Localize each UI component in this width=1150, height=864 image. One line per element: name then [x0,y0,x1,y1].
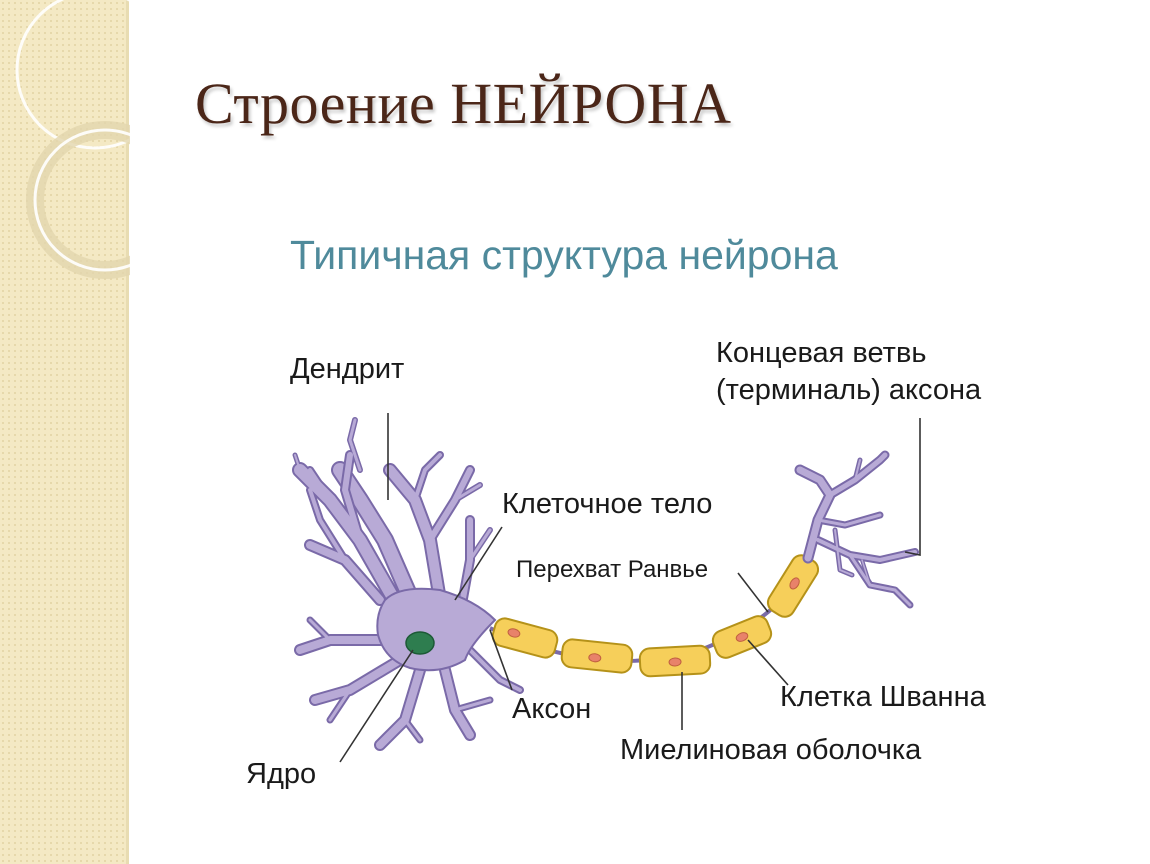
pointer-terminal [904,418,921,556]
label-myelin-sheath: Миелиновая оболочка [620,734,922,766]
label-cell-body: Клеточное тело [502,488,713,520]
label-terminal-line1: Концевая ветвь [716,337,927,369]
nucleus-shape [405,631,435,655]
label-ranvier-node: Перехват Ранвье [516,556,709,583]
pointer-axon [489,629,513,691]
pointer-nucleus [339,649,414,763]
axon-terminal [794,450,919,609]
cell-body [376,587,497,672]
label-terminal-line2: (терминаль) аксона [716,374,982,406]
side-strip-edge [126,0,129,864]
label-dendrite: Дендрит [290,353,405,385]
pointer-schwann [747,639,789,686]
myelin-segments [491,554,820,678]
label-pointers [339,413,921,763]
pointer-ranvier [737,572,769,613]
label-nucleus: Ядро [246,758,317,790]
label-schwann-cell: Клетка Шванна [780,681,986,713]
decorative-rings [15,0,130,279]
pointer-cell-body [454,526,503,601]
slide-title: Строение НЕЙРОНА [195,71,732,136]
diagram-title: Типичная структура нейрона [290,232,838,278]
label-axon: Аксон [512,693,592,725]
